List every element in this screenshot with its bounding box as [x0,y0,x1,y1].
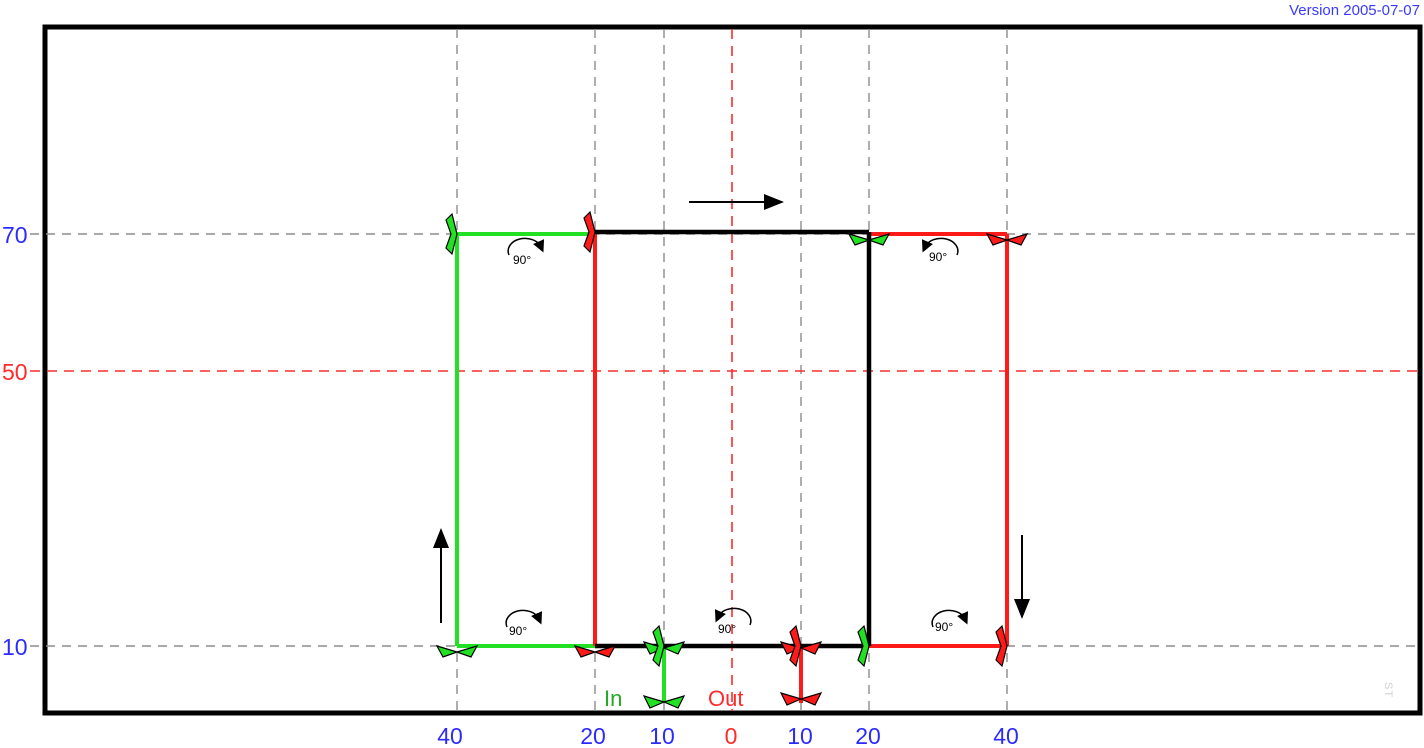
x-tick-label: 10 [649,723,675,748]
y-tick-label: 70 [2,222,28,248]
horizontal-gridlines [30,233,1418,647]
bow-tie-marker-icon [573,645,617,658]
rotate-90-icon [505,609,543,628]
bow-tie-marker-icon [857,624,870,668]
bow-tie-marker-icon [435,645,479,658]
bow-tie-marker-icon [642,695,686,709]
rotate-90-icon [931,609,969,628]
arena-frame [42,24,1423,716]
exit-path [593,232,1009,703]
x-axis-labels: 40 20 10 0 10 20 40 [437,723,1019,748]
bow-tie-marker-icon [779,692,823,706]
y-tick-label: 50 [2,359,28,385]
x-tick-label: 10 [787,723,813,748]
bow-tie-marker-icon [583,210,596,254]
bow-tie-marker-icon [985,233,1029,246]
bow-tie-marker-icon [789,624,802,668]
in-label: In [604,686,622,711]
rotation-label: 90° [929,250,947,264]
x-tick-label: 40 [437,723,463,748]
y-tick-label: 10 [2,634,28,660]
y-axis-labels: 70 50 10 [2,222,28,660]
rotate-90-icon [921,237,959,256]
corner-mark: ST [1382,682,1394,699]
rotate-90-icon [507,237,545,256]
bow-tie-marker-icon [652,624,665,668]
rotation-label: 90° [935,620,953,634]
out-label: Out [708,686,743,711]
rotation-label: 90° [718,622,736,636]
version-label: Version 2005-07-07 [1289,2,1420,19]
x-tick-label: 20 [580,723,606,748]
x-tick-label: 20 [855,723,881,748]
rotate-90-icon [714,607,752,626]
rotation-indicators: 90° 90° 90° 90° 90° [505,237,969,638]
flight-path [595,229,872,649]
rotation-label: 90° [509,624,527,638]
x-tick-label: 40 [993,723,1019,748]
entry-path [455,232,666,703]
bow-tie-marker-icon [445,212,458,256]
x-tick-label: 0 [725,723,738,748]
rotation-label: 90° [513,253,531,267]
gate-markers [435,210,1029,709]
bow-tie-marker-icon [995,624,1008,668]
bow-tie-marker-icon [847,233,891,246]
